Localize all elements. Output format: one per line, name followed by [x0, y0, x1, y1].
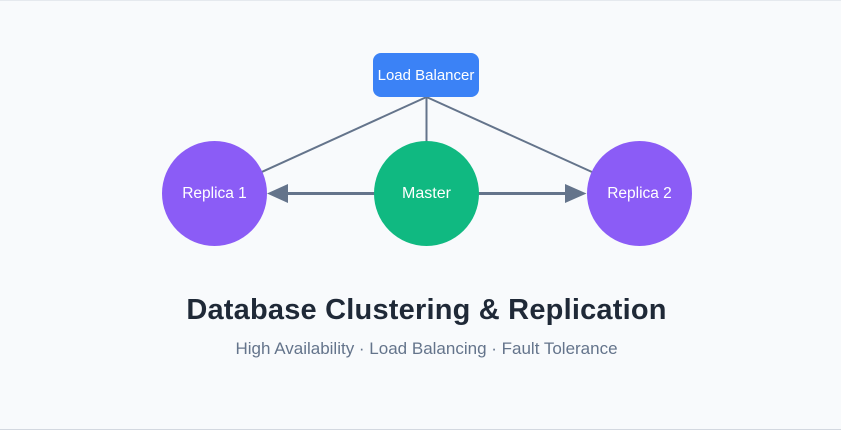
node-replica-2: Replica 2 [587, 141, 692, 246]
node-replica-2-label: Replica 2 [607, 184, 672, 202]
arrowhead-replica1 [267, 184, 288, 203]
node-master-label: Master [402, 184, 451, 202]
diagram-subtitle: High Availability · Load Balancing · Fau… [235, 339, 618, 358]
node-replica-1: Replica 1 [162, 141, 267, 246]
node-replica-1-label: Replica 1 [182, 184, 247, 202]
node-load-balancer-label: Load Balancer [377, 66, 475, 84]
diagram-title: Database Clustering & Replication [186, 294, 667, 326]
arrowhead-replica2 [565, 184, 587, 203]
node-load-balancer: Load Balancer [373, 53, 479, 97]
node-master: Master [374, 141, 479, 246]
